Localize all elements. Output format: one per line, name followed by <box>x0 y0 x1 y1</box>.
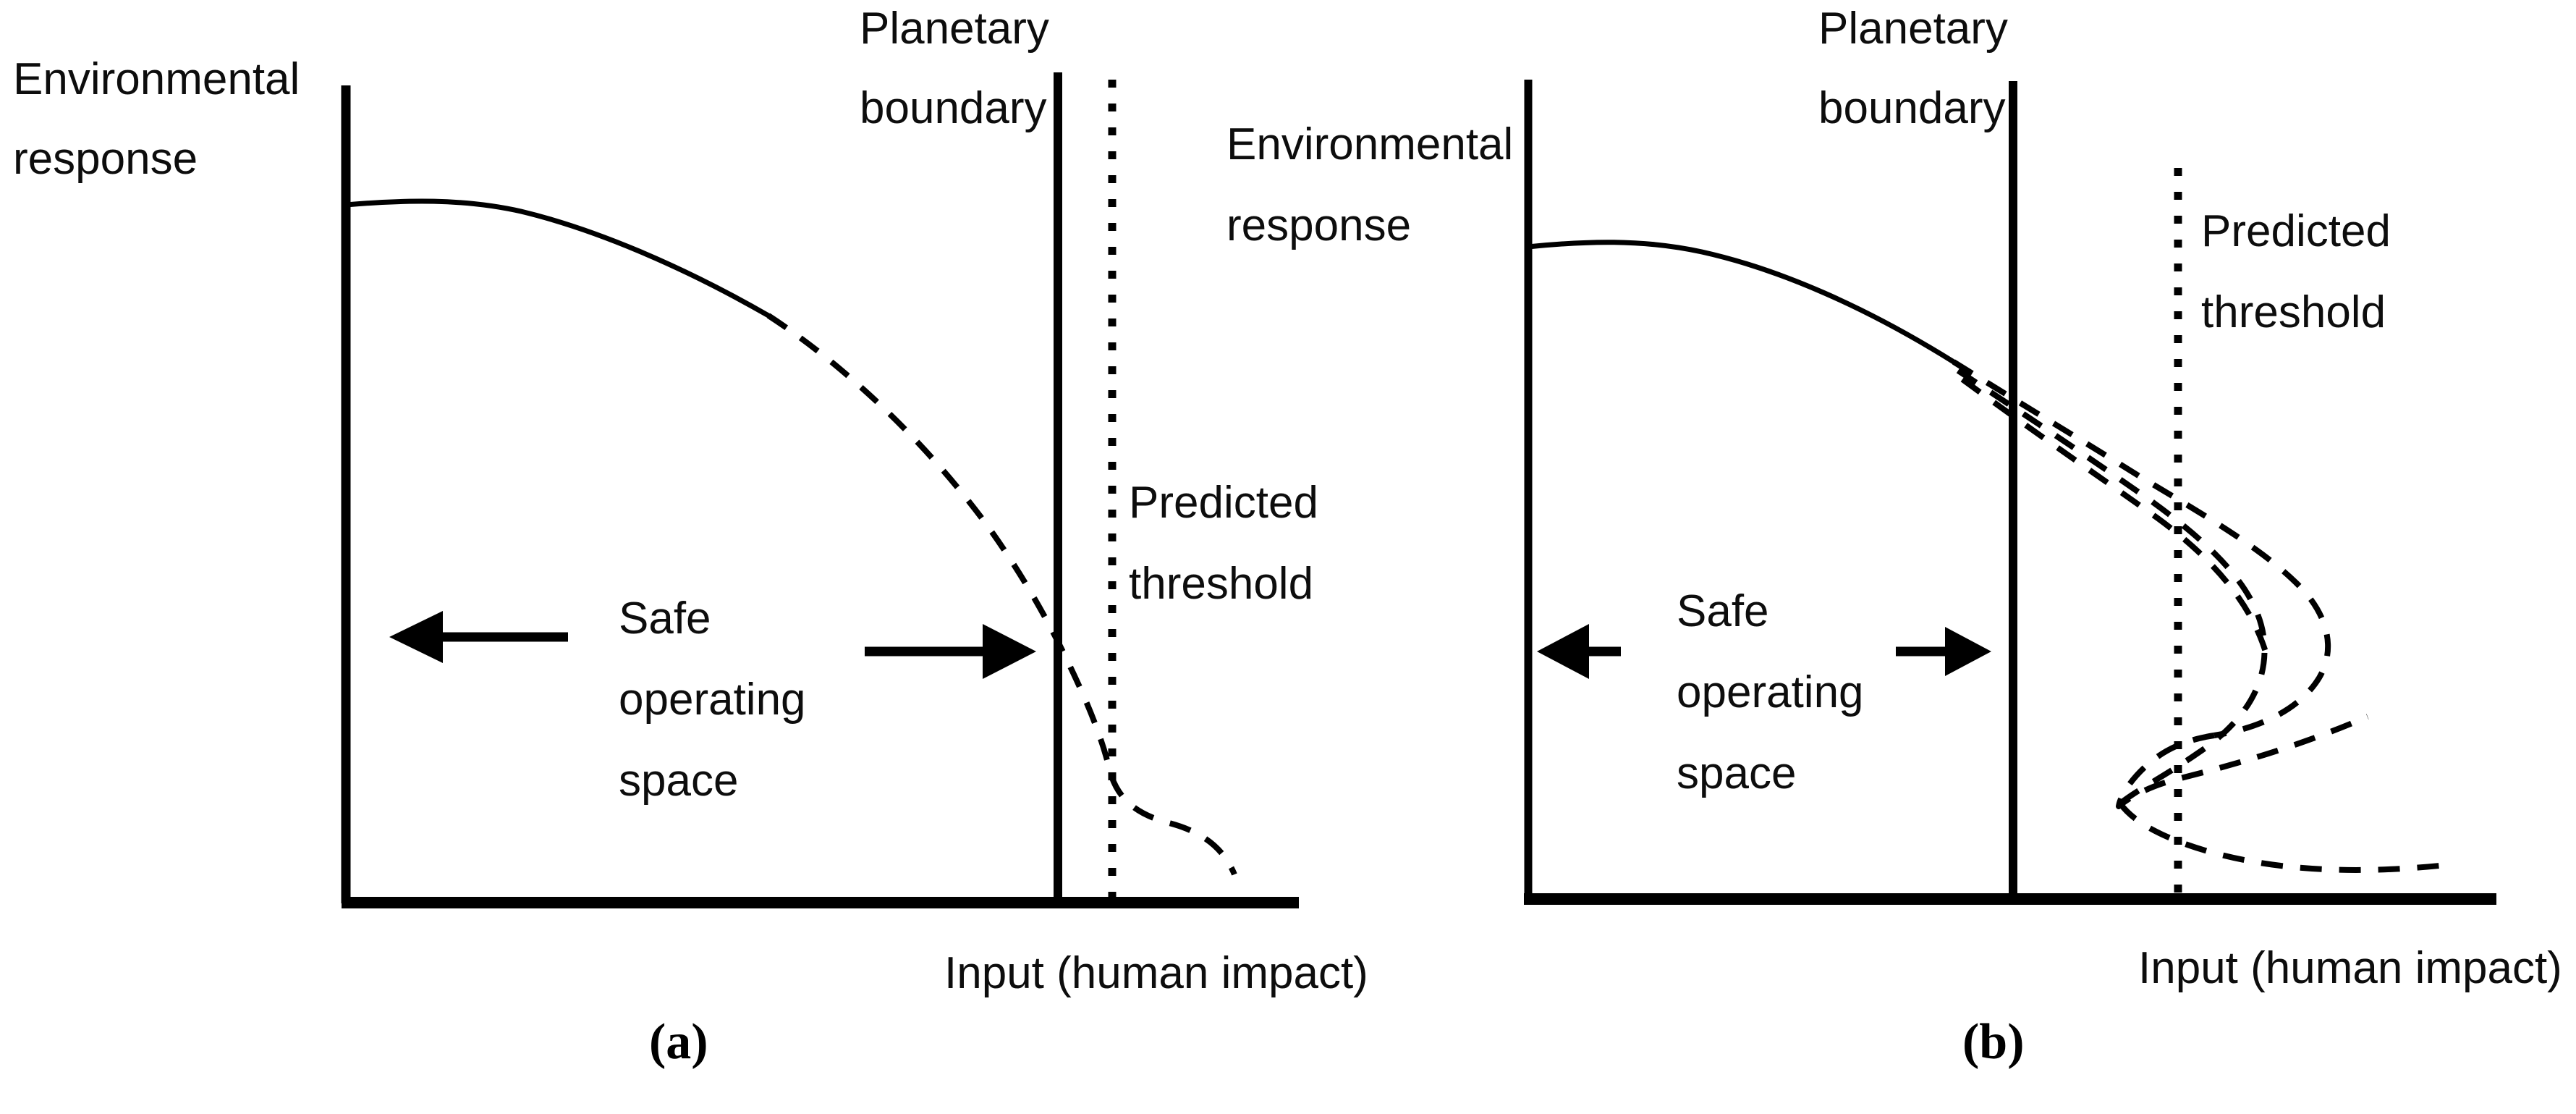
panel-a-safe-operating-label-line1: Safe <box>619 594 711 643</box>
panel-a-predicted-threshold-label-line1: Predicted <box>1129 478 1318 528</box>
panel-b-curve-lower-branch <box>2117 801 2454 873</box>
panel-a-curve-dashed <box>766 313 1237 876</box>
panel-b-safe-direction-arrow <box>1537 624 1621 679</box>
panel-b-planetary-boundary-label-line2: boundary <box>1818 83 2006 133</box>
panel-b-graphics <box>1524 80 2496 905</box>
panel-b-curve-solid <box>1525 240 1957 365</box>
panel-b-curve-upper-branch <box>1952 359 2331 738</box>
panel-b-unsafe-direction-arrow <box>1896 627 1991 676</box>
panel-a-letter: (a) <box>649 1014 708 1070</box>
panel-a-safe-operating-label-line3: space <box>619 756 739 806</box>
panel-a-safe-operating-label-line2: operating <box>619 675 806 725</box>
panel-b-predicted-threshold-label-line2: threshold <box>2201 287 2386 337</box>
panel-a-safe-direction-arrow <box>389 611 568 663</box>
panel-a-graphics <box>341 72 1299 908</box>
panel-b-x-axis-label: Input (human impact) <box>2138 943 2562 993</box>
panel-b-curve-fold-nose <box>2116 714 2369 809</box>
panel-b-safe-operating-label-line2: operating <box>1677 667 1864 717</box>
panel-a-unsafe-direction-arrow <box>865 624 1036 679</box>
panel-a-x-axis-label: Input (human impact) <box>944 948 1368 998</box>
panel-a-y-axis-label-line1: Environmental <box>13 54 300 104</box>
panel-b-safe-operating-label-line3: space <box>1677 748 1797 798</box>
panel-b-y-axis-label-line2: response <box>1226 201 1412 250</box>
panel-b-planetary-boundary-label-line1: Planetary <box>1818 4 2008 54</box>
panel-a-planetary-boundary-label-line2: boundary <box>860 83 1047 133</box>
panel-b-curve-middle-branch <box>1956 368 2268 806</box>
panel-b-letter: (b) <box>1962 1014 2025 1070</box>
panel-b-curve-lower-entry <box>1960 376 2272 667</box>
panel-b-predicted-threshold-label-line1: Predicted <box>2201 206 2391 256</box>
panel-a-predicted-threshold-label-line2: threshold <box>1129 559 1314 609</box>
panel-b-y-axis-label-line1: Environmental <box>1226 119 1514 169</box>
panel-a-y-axis-label-line2: response <box>13 134 198 184</box>
panel-a-curve-solid <box>343 198 771 318</box>
panel-b-safe-operating-label-line1: Safe <box>1677 586 1769 636</box>
panel-a-planetary-boundary-label-line1: Planetary <box>860 4 1049 54</box>
